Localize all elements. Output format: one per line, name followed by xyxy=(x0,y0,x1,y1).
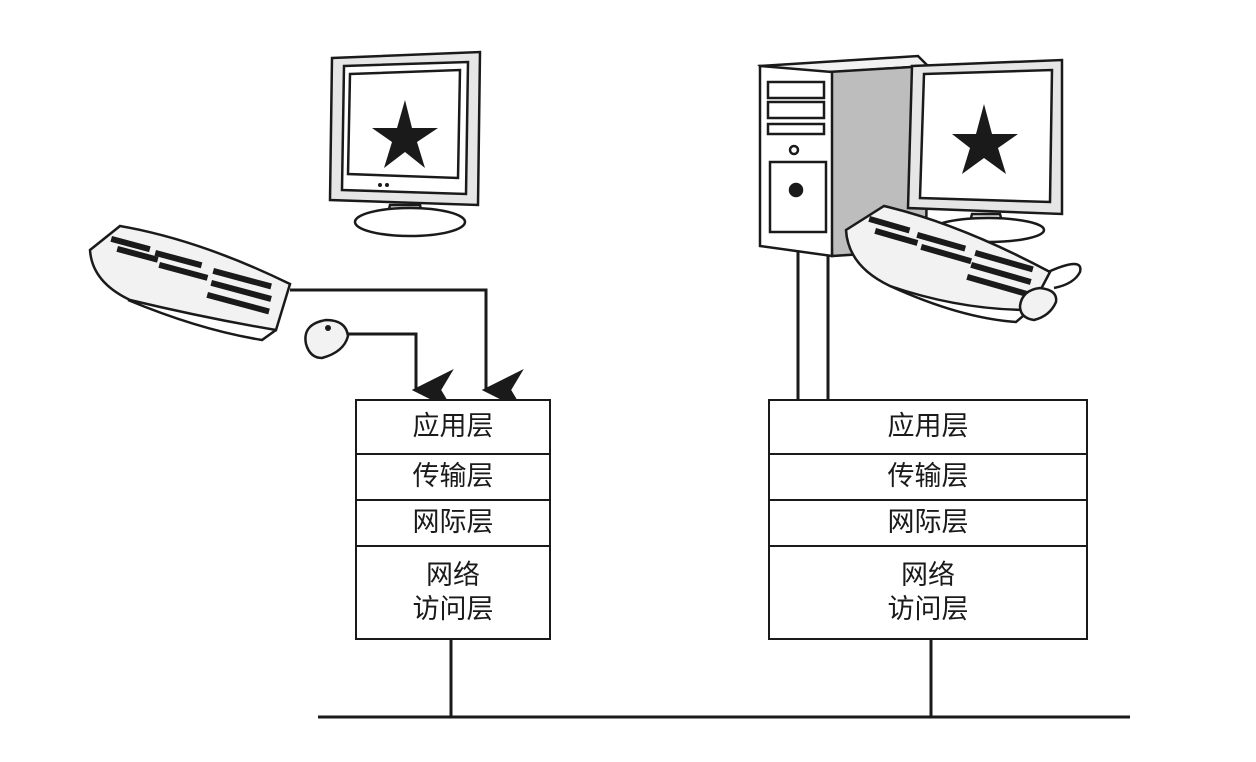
right-monitor-icon xyxy=(906,58,1064,244)
left-network-access-label-line2: 访问层 xyxy=(412,593,494,625)
right-application-layer: 应用层 xyxy=(770,401,1086,455)
right-keyboard-icon xyxy=(844,204,1052,324)
left-network-access-layer: 网络 访问层 xyxy=(357,547,549,638)
right-internet-layer: 网际层 xyxy=(770,501,1086,547)
right-application-layer-label: 应用层 xyxy=(887,411,969,442)
keyboard-cable-arrow xyxy=(290,288,524,411)
left-monitor-icon xyxy=(328,50,482,238)
right-transport-layer: 传输层 xyxy=(770,455,1086,501)
right-internet-layer-label: 网际层 xyxy=(887,507,969,538)
right-transport-layer-label: 传输层 xyxy=(887,461,969,492)
mouse-cable-arrow xyxy=(348,332,454,411)
right-network-access-layer: 网络 访问层 xyxy=(770,547,1086,638)
right-mouse-icon xyxy=(1018,262,1082,322)
left-application-layer: 应用层 xyxy=(357,401,549,455)
right-network-access-label-line1: 网络 xyxy=(901,559,955,591)
right-network-access-label-line2: 访问层 xyxy=(887,593,969,625)
right-protocol-stack: 应用层 传输层 网际层 网络 访问层 xyxy=(768,399,1088,640)
left-keyboard-icon xyxy=(88,224,292,342)
left-transport-layer: 传输层 xyxy=(357,455,549,501)
left-network-access-label-line1: 网络 xyxy=(426,559,480,591)
right-star-icon xyxy=(952,104,1018,174)
left-internet-layer-label: 网际层 xyxy=(412,507,494,538)
left-internet-layer: 网际层 xyxy=(357,501,549,547)
left-application-layer-label: 应用层 xyxy=(412,411,494,442)
left-transport-layer-label: 传输层 xyxy=(412,461,494,492)
left-star-icon xyxy=(372,100,438,168)
left-protocol-stack: 应用层 传输层 网际层 网络 访问层 xyxy=(355,399,551,640)
left-mouse-icon xyxy=(304,318,350,360)
right-desktop-tower-icon xyxy=(757,54,931,258)
